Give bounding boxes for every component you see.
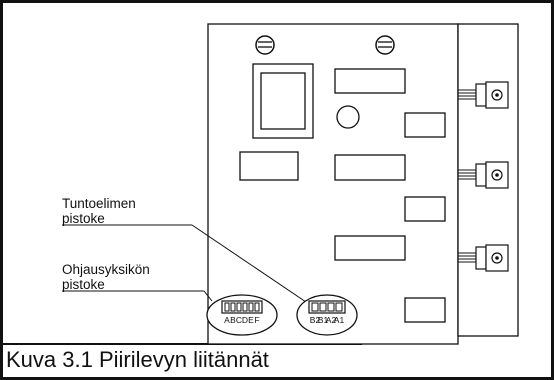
control-connector-pin	[224, 302, 230, 312]
component-block	[334, 235, 406, 261]
component-block	[334, 154, 406, 181]
control-connector-pin-label: D	[242, 315, 248, 325]
sensor-connector-pin	[327, 302, 335, 312]
control-connector-pin-label: F	[254, 315, 259, 325]
control-connector-pin	[236, 302, 242, 312]
component-block	[404, 112, 446, 138]
sensor-connector-pin	[335, 302, 343, 312]
sensor-connector-pin-label: A1	[334, 315, 345, 325]
relay-component	[252, 63, 314, 139]
sensor-leader-line	[191, 224, 307, 303]
sensor-connector-pin	[311, 302, 319, 312]
capacitor	[336, 105, 360, 129]
control-connector-pin-label: A	[224, 315, 230, 325]
sensor-plug-label-line1: Tuntoelimen	[62, 196, 136, 211]
screw-right	[375, 35, 395, 55]
control-connector-pin	[254, 302, 260, 312]
control-connector-pin-label: E	[248, 315, 254, 325]
control-connector-pin	[248, 302, 254, 312]
figure-caption: Kuva 3.1 Piirilevyn liitännät	[6, 347, 269, 372]
circuit-board	[207, 23, 459, 345]
control-connector-pin	[230, 302, 236, 312]
control-plug-label-line2: pistoke	[62, 277, 105, 292]
terminal-connector-top	[458, 81, 509, 109]
sensor-connector-pin-label: B1	[318, 315, 329, 325]
control-connector-pin-label: B	[230, 315, 236, 325]
control-connector-pin-label: C	[236, 315, 242, 325]
sensor-plug-label-line2: pistoke	[62, 211, 105, 226]
control-leader-line	[203, 290, 213, 302]
control-connector-pin	[242, 302, 248, 312]
screw-left	[255, 35, 275, 55]
sensor-connector-pin-label: B2	[310, 315, 321, 325]
component-block	[334, 68, 406, 94]
component-block	[404, 297, 446, 323]
component-block	[404, 196, 446, 222]
sensor-connector-pin-label: A2	[326, 315, 337, 325]
component-block	[239, 151, 299, 181]
terminal-connector-bottom	[458, 244, 509, 272]
sensor-connector-pin	[319, 302, 327, 312]
control-plug-label-line1: Ohjausyksikön	[62, 262, 150, 277]
terminal-connector-middle	[458, 161, 509, 189]
